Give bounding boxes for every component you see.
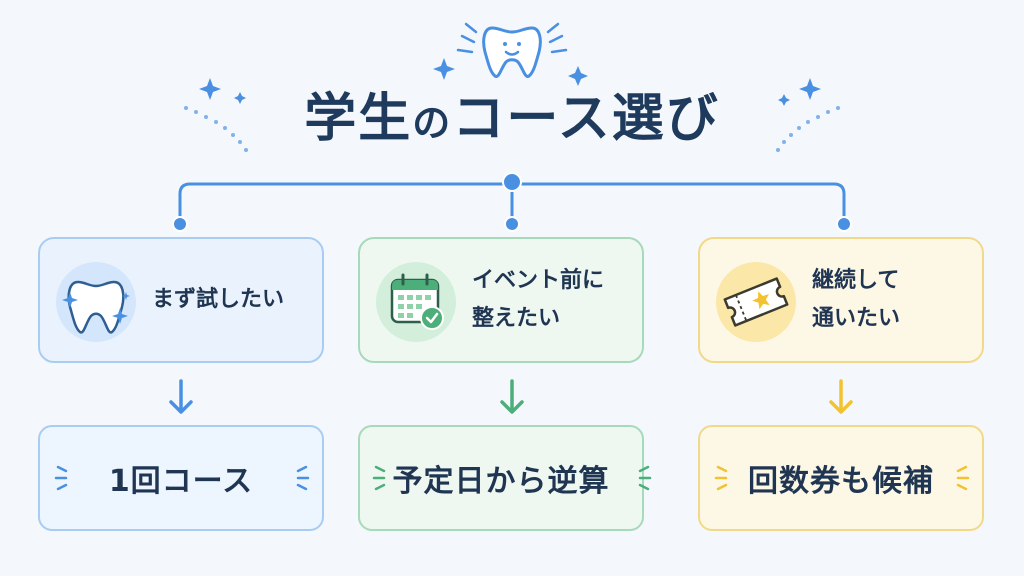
root-node bbox=[502, 172, 522, 192]
branch-connectors bbox=[172, 172, 852, 232]
option-icon-circle bbox=[56, 262, 136, 342]
option-card-before-event: イベント前に 整えたい bbox=[358, 237, 644, 363]
option-card-try-first: まず試したい bbox=[38, 237, 324, 363]
arrow-down-icon bbox=[829, 379, 853, 414]
tooth-rays bbox=[456, 22, 568, 54]
result-box-coupon: 回数券も候補 bbox=[698, 425, 984, 531]
tooth-icon bbox=[62, 280, 130, 334]
title-part-1: 学生 bbox=[304, 89, 413, 149]
header-tooth-icon bbox=[482, 26, 542, 79]
decorations bbox=[184, 22, 840, 152]
title-part-2: の bbox=[412, 101, 453, 145]
branch-node-right bbox=[836, 216, 852, 232]
ticket-icon bbox=[723, 277, 789, 327]
option-line-1: まず試したい bbox=[152, 287, 285, 312]
option-icon-circle bbox=[716, 262, 796, 342]
page-title: 学生のコース選び bbox=[262, 84, 762, 154]
option-line-2: 通いたい bbox=[812, 306, 901, 331]
dotted-arcs bbox=[184, 106, 840, 152]
calendar-check-icon bbox=[390, 273, 444, 330]
title-part-3: コース選び bbox=[452, 89, 720, 149]
option-card-continue: 継続して 通いたい bbox=[698, 237, 984, 363]
branch-node-left bbox=[172, 216, 188, 232]
option-text: まず試したい bbox=[152, 239, 314, 361]
result-box-back-calc: 予定日から逆算 bbox=[358, 425, 644, 531]
option-line-1: イベント前に bbox=[472, 268, 605, 293]
sparkles bbox=[199, 58, 821, 106]
arrow-down-icon bbox=[500, 379, 524, 414]
option-text: 継続して 通いたい bbox=[812, 239, 974, 361]
result-label: 予定日から逆算 bbox=[392, 464, 610, 499]
option-icon-circle bbox=[376, 262, 456, 342]
result-box-one-time-course: 1回コース bbox=[38, 425, 324, 531]
result-accents bbox=[54, 465, 970, 491]
result-label: 1回コース bbox=[108, 464, 254, 499]
branch-node-center bbox=[504, 216, 520, 232]
option-text: イベント前に 整えたい bbox=[472, 239, 634, 361]
down-arrows bbox=[169, 379, 853, 414]
arrow-down-icon bbox=[169, 379, 193, 414]
option-line-2: 整えたい bbox=[472, 306, 561, 331]
result-label: 回数券も候補 bbox=[748, 464, 934, 499]
option-line-1: 継続して bbox=[812, 268, 900, 293]
